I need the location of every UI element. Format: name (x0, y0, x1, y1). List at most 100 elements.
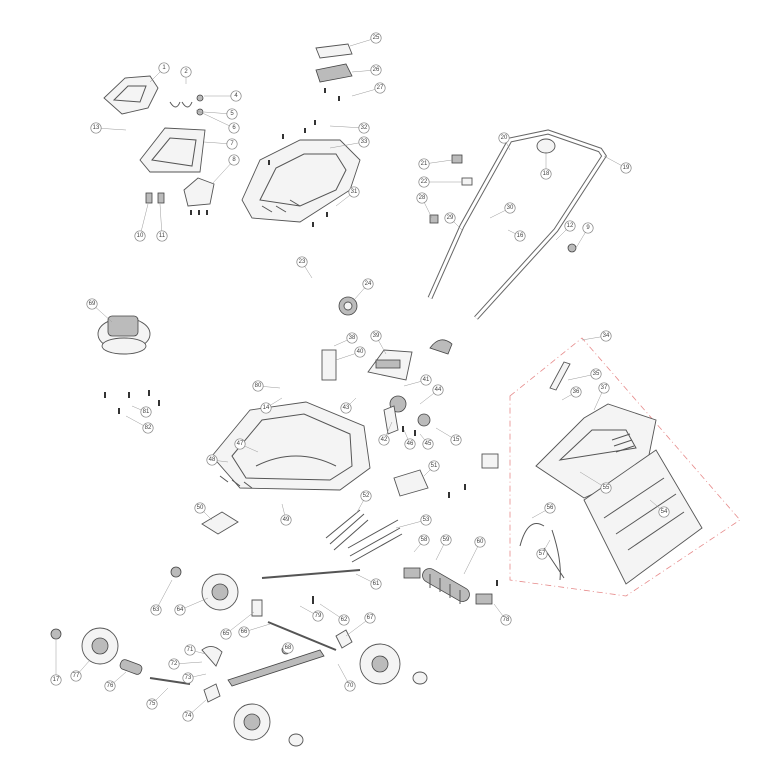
callout-43: 43 (340, 397, 357, 414)
callout-bubble (206, 454, 218, 466)
callout-bubble (70, 670, 82, 682)
callout-number: 44 (435, 387, 442, 393)
upper-housing (241, 139, 361, 223)
wheel-front-right (359, 643, 401, 685)
callout-number: 74 (185, 713, 192, 719)
callout-4: 4 (204, 90, 242, 102)
motor (97, 315, 151, 355)
callout-bubble (370, 330, 382, 342)
callout-53: 53 (395, 514, 432, 529)
callout-bubble (590, 368, 602, 380)
callout-number: 40 (357, 349, 364, 355)
callout-bubble (354, 346, 366, 358)
callout-78: 78 (493, 603, 512, 626)
leader-line (463, 541, 481, 575)
callout-number: 48 (209, 457, 216, 463)
callout-49: 49 (280, 503, 292, 526)
callout-number: 1 (162, 65, 166, 71)
callout-bubble (374, 82, 386, 94)
callout-number: 75 (149, 701, 156, 707)
callout-45: 45 (419, 433, 434, 450)
callout-number: 18 (543, 171, 550, 177)
callout-56: 56 (531, 502, 556, 519)
callout-bubble (450, 434, 462, 446)
callout-number: 67 (367, 615, 374, 621)
callout-12: 12 (555, 220, 576, 241)
callout-number: 26 (373, 67, 380, 73)
callout-80: 80 (252, 380, 281, 392)
callout-29: 29 (444, 212, 463, 231)
callout-68: 68 (282, 642, 294, 654)
wheel-front-left (201, 573, 239, 611)
callout-number: 32 (361, 125, 368, 131)
callout-bubble (370, 578, 382, 590)
callout-bubble (428, 460, 440, 472)
callout-13: 13 (90, 122, 127, 134)
callout-number: 29 (447, 215, 454, 221)
callout-number: 77 (73, 673, 80, 679)
callout-bubble (140, 406, 152, 418)
parts-layer (50, 43, 741, 747)
callout-bubble (600, 330, 612, 342)
callout-bubble (358, 136, 370, 148)
callout-number: 34 (603, 333, 610, 339)
callout-number: 64 (177, 607, 184, 613)
callout-34: 34 (581, 330, 612, 342)
callout-22: 22 (418, 176, 462, 188)
callout-bubble (280, 514, 292, 526)
callout-bubble (228, 154, 240, 166)
callout-number: 62 (341, 617, 348, 623)
callout-bubble (544, 502, 556, 514)
callout-bubble (570, 386, 582, 398)
callout-bubble (378, 434, 390, 446)
callout-bubble (150, 604, 162, 616)
callout-bubble (564, 220, 576, 232)
callout-bubble (230, 90, 242, 102)
callout-bubble (474, 536, 486, 548)
callout-55: 55 (579, 471, 612, 494)
callout-25: 25 (349, 32, 382, 47)
callout-number: 24 (365, 281, 372, 287)
callout-8: 8 (211, 154, 240, 185)
callout-number: 55 (603, 485, 610, 491)
callout-bubble (418, 176, 430, 188)
grass-bag (583, 449, 703, 585)
callout-number: 17 (53, 677, 60, 683)
callout-bubble (168, 658, 180, 670)
leader-line (225, 611, 255, 635)
callout-bubble (228, 122, 240, 134)
callout-number: 4 (234, 93, 238, 99)
callout-bubble (600, 482, 612, 494)
callout-20: 20 (498, 132, 511, 151)
callout-bubble (362, 278, 374, 290)
callout-42: 42 (378, 421, 393, 446)
callout-number: 50 (197, 505, 204, 511)
callout-number: 71 (187, 647, 194, 653)
callout-41: 41 (403, 374, 432, 387)
callout-28: 28 (416, 192, 433, 219)
callout-bubble (194, 502, 206, 514)
callout-number: 5 (230, 111, 234, 117)
callout-74: 74 (182, 699, 207, 722)
callout-48: 48 (206, 454, 229, 466)
callout-bubble (364, 612, 376, 624)
callout-10: 10 (134, 203, 149, 242)
callout-7: 7 (203, 138, 238, 150)
callout-63: 63 (150, 579, 173, 616)
callout-bubble (338, 614, 350, 626)
callout-30: 30 (489, 202, 516, 219)
callout-number: 7 (230, 141, 234, 147)
callout-60: 60 (463, 536, 486, 575)
callout-47: 47 (234, 438, 259, 453)
callout-39: 39 (370, 330, 387, 355)
callout-bubble (348, 186, 360, 198)
callout-number: 30 (507, 205, 514, 211)
callout-bubble (498, 132, 510, 144)
callout-5: 5 (203, 108, 238, 120)
callout-number: 35 (593, 371, 600, 377)
callout-number: 46 (407, 441, 414, 447)
callout-bubble (344, 680, 356, 692)
callout-37: 37 (593, 382, 610, 411)
callout-15: 15 (435, 427, 462, 446)
